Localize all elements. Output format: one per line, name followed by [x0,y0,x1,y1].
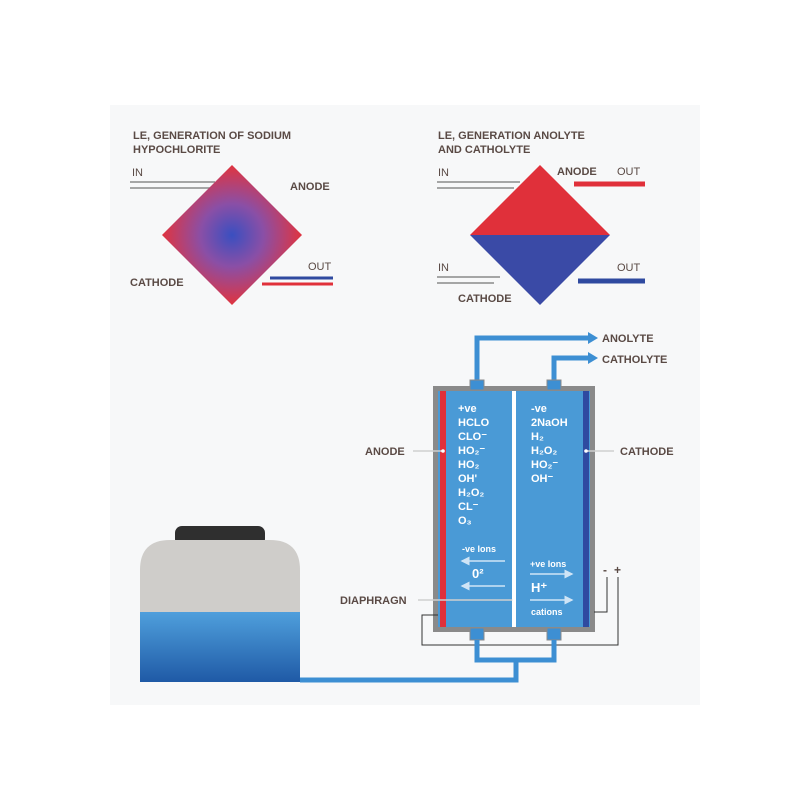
cathode-species: HO₂⁻ [531,459,558,471]
cathode-wire [594,577,608,613]
anolyte-label: ANOLYTE [602,333,654,345]
top-left-in-label: IN [132,167,143,179]
brine-tank [140,526,300,682]
minus-terminal: - [603,563,607,577]
anode-species: OH' [458,473,478,485]
anode-species: CL⁻ [458,501,479,513]
anolyte-nozzle [469,379,485,391]
top-right-anode-label: ANODE [557,166,597,178]
top-right-in-top-label: IN [438,167,449,179]
sodium-hypochlorite-diagram: LE, GENERATION OF SODIUM HYPOCHLORITE IN… [130,130,333,305]
anode-species: HCLO [458,417,490,429]
anolyte-arrowhead [588,332,598,344]
cathode-leader-dot [584,449,588,453]
diaphragm-leader-dot [512,598,516,602]
anode-species: +ve [458,403,477,415]
anode-leader-dot [441,449,445,453]
anode-species: HO₂ [458,459,480,471]
anode-species: CLO⁻ [458,431,487,443]
catholyte-pipe [551,355,590,390]
diaphragm-membrane [512,391,516,627]
tank-water [140,612,300,682]
electrolysis-cell-diamond [162,165,302,305]
anode-plate [440,391,446,627]
top-right-title-line2: AND CATHOLYTE [438,144,530,156]
anode-inlet-nozzle [469,627,485,641]
cathode-inlet-nozzle [546,627,562,641]
cathode-species: OH⁻ [531,473,554,485]
catholyte-arrowhead [588,352,598,364]
anode-species: HO₂⁻ [458,445,485,457]
pos-ions-label: +ve Ions [530,559,566,569]
top-left-anode-label: ANODE [290,181,330,193]
cathode-plate [583,391,589,627]
top-right-in-bottom-label: IN [438,262,449,274]
anolyte-catholyte-diagram: LE, GENERATION ANOLYTE AND CATHOLYTE IN … [437,130,645,305]
electrolysis-cell-diagram: ANOLYTE CATHOLYTE ANODE CATHODE DIAPHRAG… [300,332,674,683]
cathode-species: H₂O₂ [531,445,557,457]
cathode-half-triangle [470,235,610,305]
top-right-cathode-label: CATHODE [458,293,512,305]
diaphragm-label: DIAPHRAGN [340,595,407,607]
cathode-label: CATHODE [620,446,674,458]
anolyte-pipe [474,335,590,390]
tank-body [140,540,300,612]
catholyte-nozzle [546,379,562,391]
top-left-title-line2: HYPOCHLORITE [133,144,220,156]
top-right-out-bottom-label: OUT [617,262,641,274]
top-left-title-line1: LE, GENERATION OF SODIUM [133,130,291,142]
feed-pipe-cathode [516,640,557,663]
anode-half-triangle [470,165,610,235]
cathode-species: 2NaOH [531,417,568,429]
top-left-out-label: OUT [308,261,332,273]
cathode-species: H₂ [531,431,544,443]
top-right-title-line1: LE, GENERATION ANOLYTE [438,130,585,142]
anode-species: H₂O₂ [458,487,484,499]
neg-ions-label: -ve Ions [462,544,496,554]
catholyte-label: CATHOLYTE [602,354,667,366]
cations-label: cations [531,607,563,617]
top-left-cathode-label: CATHODE [130,277,184,289]
neg-ion-symbol: 0² [472,566,484,581]
cathode-species: -ve [531,403,547,415]
anode-species: O₃ [458,515,472,527]
top-right-out-top-label: OUT [617,166,641,178]
anode-label: ANODE [365,446,405,458]
anode-wire [421,577,619,646]
plus-terminal: + [614,563,621,577]
pos-ion-symbol: H⁺ [531,580,547,595]
